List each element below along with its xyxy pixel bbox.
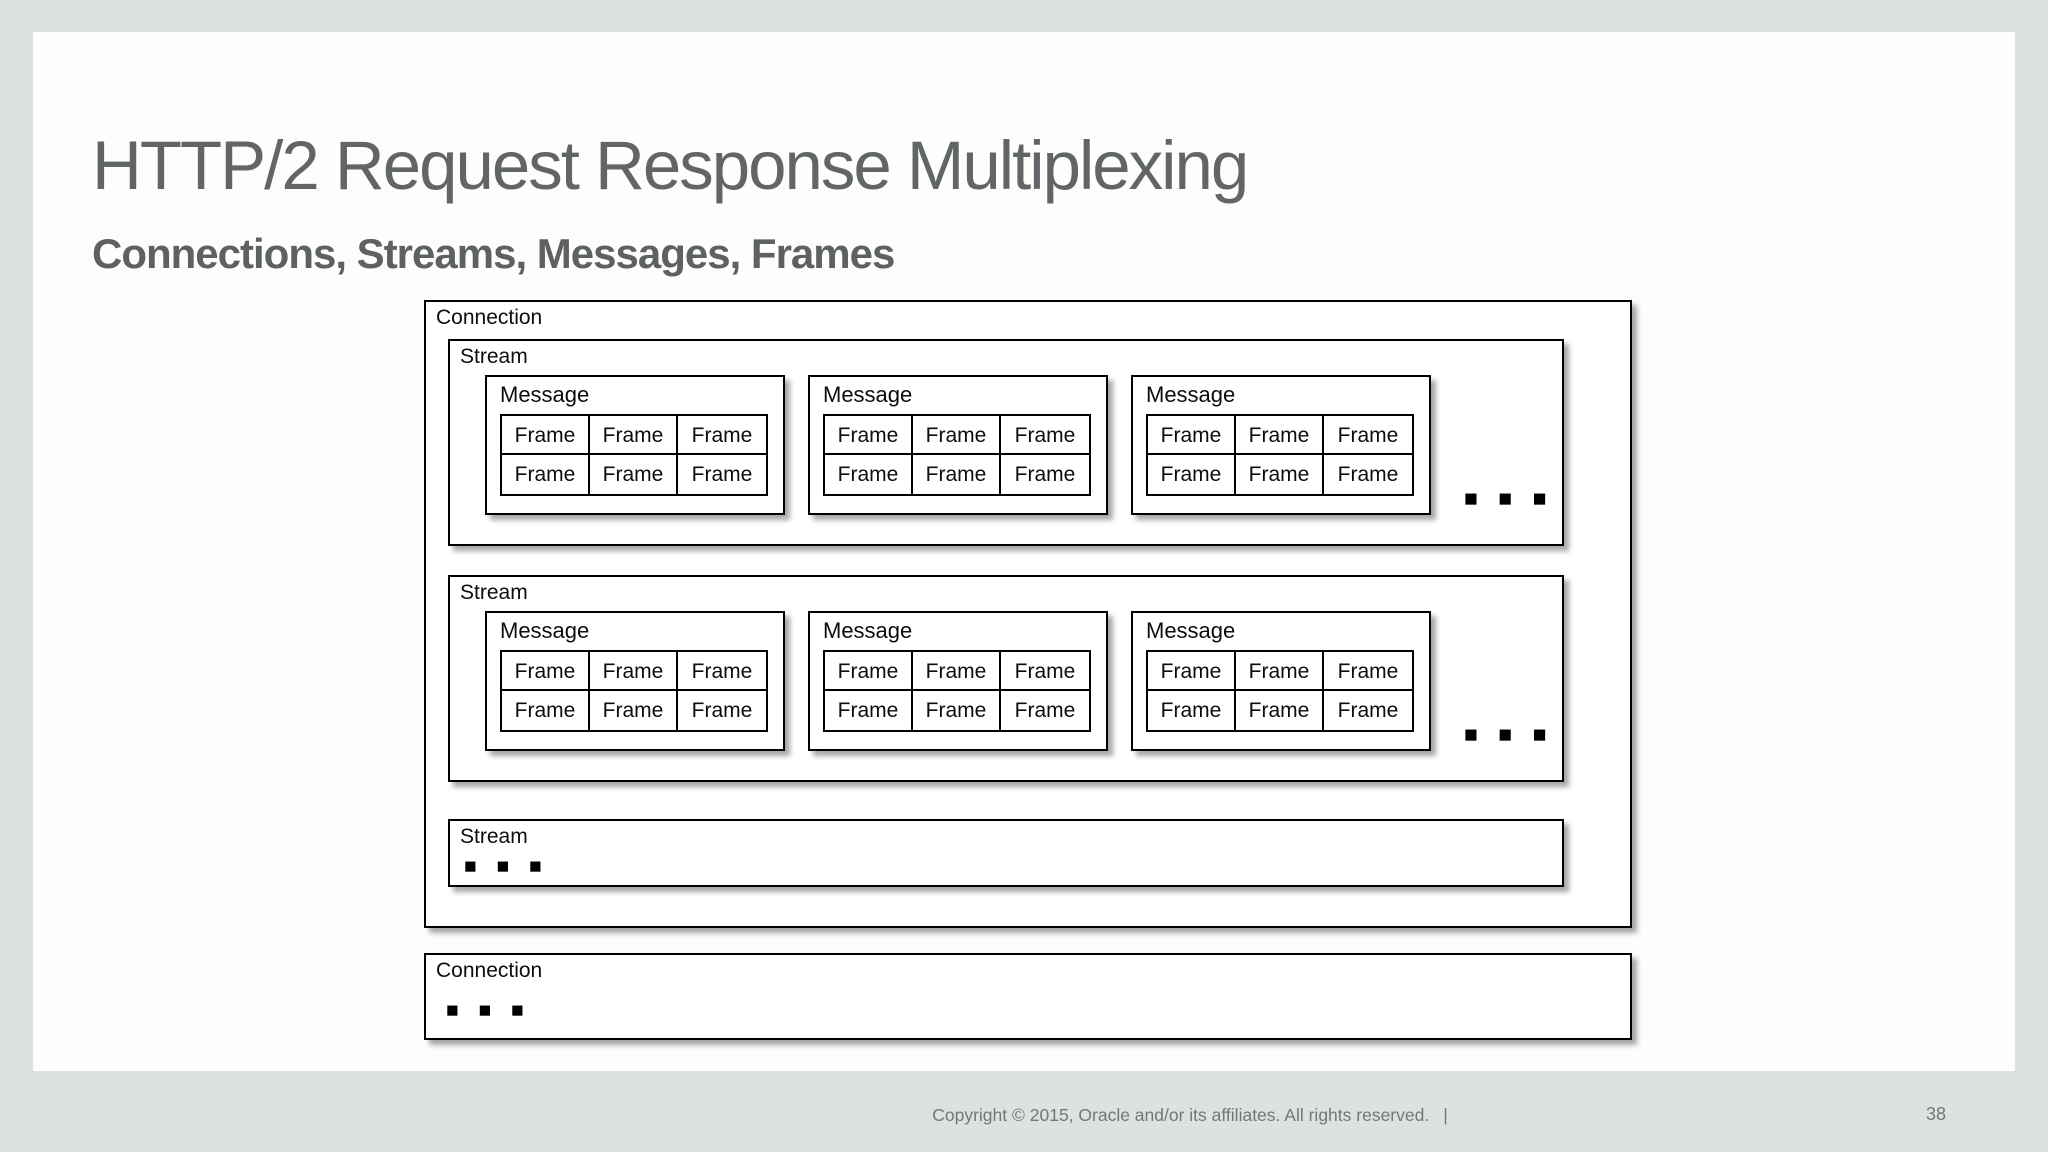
frame-cell: Frame (825, 455, 913, 494)
frame-cell: Frame (590, 691, 678, 730)
message-box: Message Frame Frame Frame Frame Frame Fr… (808, 375, 1108, 515)
stream-label: Stream (460, 581, 528, 604)
frame-grid: Frame Frame Frame Frame Frame Frame (1146, 650, 1414, 732)
footer-separator: | (1443, 1105, 1448, 1125)
frame-grid: Frame Frame Frame Frame Frame Frame (500, 650, 768, 732)
frame-cell: Frame (1001, 416, 1089, 455)
message-label: Message (823, 618, 913, 643)
stream-box-2: Stream Message Frame Frame Frame Frame F… (448, 575, 1564, 782)
ellipsis-dots: ■ ■ ■ (1464, 721, 1554, 747)
frame-grid: Frame Frame Frame Frame Frame Frame (823, 650, 1091, 732)
frame-grid: Frame Frame Frame Frame Frame Frame (823, 414, 1091, 496)
frame-cell: Frame (1148, 455, 1236, 494)
frame-cell: Frame (825, 416, 913, 455)
stream-label: Stream (460, 345, 528, 368)
frame-cell: Frame (825, 652, 913, 691)
frame-cell: Frame (1236, 455, 1324, 494)
message-box: Message Frame Frame Frame Frame Frame Fr… (808, 611, 1108, 751)
frame-cell: Frame (1324, 416, 1412, 455)
frame-cell: Frame (502, 691, 590, 730)
frame-cell: Frame (1324, 652, 1412, 691)
frame-cell: Frame (913, 416, 1001, 455)
frame-cell: Frame (1014, 463, 1076, 486)
message-label: Message (823, 382, 913, 407)
page-number: 38 (1926, 1104, 1947, 1124)
stream-box-3: Stream ■ ■ ■ (448, 819, 1564, 887)
frame-grid: Frame Frame Frame Frame Frame Frame (500, 414, 768, 496)
frame-cell: Frame (691, 463, 753, 486)
frame-cell: Frame (913, 455, 1001, 494)
message-label: Message (500, 382, 590, 407)
message-label: Message (500, 618, 590, 643)
ellipsis-dots: ■ ■ ■ (446, 999, 531, 1022)
frame-cell: Frame (502, 652, 590, 691)
frame-cell: Frame (1337, 463, 1399, 486)
frame-cell: Frame (1148, 691, 1236, 730)
frame-cell: Frame (590, 455, 678, 494)
frame-cell: Frame (1148, 652, 1236, 691)
message-label: Message (1146, 382, 1236, 407)
frame-cell: Frame (1148, 416, 1236, 455)
messages-row: Message Frame Frame Frame Frame Frame Fr… (485, 611, 1431, 751)
frame-cell: Frame (691, 699, 753, 722)
frame-cell: Frame (678, 652, 766, 691)
frame-cell: Frame (1001, 652, 1089, 691)
frame-cell: Frame (1236, 416, 1324, 455)
footer-copyright: Copyright © 2015, Oracle and/or its affi… (932, 1105, 1448, 1126)
connection-box-1: Connection Stream Message Frame Frame Fr… (424, 300, 1632, 928)
frame-cell: Frame (1236, 652, 1324, 691)
ellipsis-dots: ■ ■ ■ (464, 855, 549, 878)
message-label: Message (1146, 618, 1236, 643)
frame-grid: Frame Frame Frame Frame Frame Frame (1146, 414, 1414, 496)
page-title: HTTP/2 Request Response Multiplexing (92, 127, 1249, 204)
message-box: Message Frame Frame Frame Frame Frame Fr… (485, 375, 785, 515)
stream-label: Stream (460, 825, 528, 848)
frame-cell: Frame (678, 416, 766, 455)
frame-cell: Frame (913, 691, 1001, 730)
slide: HTTP/2 Request Response Multiplexing Con… (33, 32, 2015, 1071)
frame-cell: Frame (1337, 699, 1399, 722)
message-box: Message Frame Frame Frame Frame Frame Fr… (1131, 611, 1431, 751)
connection-label: Connection (436, 306, 543, 329)
frame-cell: Frame (1236, 691, 1324, 730)
copyright-text: Copyright © 2015, Oracle and/or its affi… (932, 1105, 1430, 1125)
connection-box-2: Connection ■ ■ ■ (424, 953, 1632, 1040)
frame-cell: Frame (590, 416, 678, 455)
frame-cell: Frame (913, 652, 1001, 691)
connection-label: Connection (436, 959, 543, 982)
frame-cell: Frame (590, 652, 678, 691)
frame-cell: Frame (502, 455, 590, 494)
stream-box-1: Stream Message Frame Frame Frame Frame F… (448, 339, 1564, 546)
frame-cell: Frame (502, 416, 590, 455)
page-subtitle: Connections, Streams, Messages, Frames (92, 230, 895, 277)
message-box: Message Frame Frame Frame Frame Frame Fr… (1131, 375, 1431, 515)
messages-row: Message Frame Frame Frame Frame Frame Fr… (485, 375, 1431, 515)
message-box: Message Frame Frame Frame Frame Frame Fr… (485, 611, 785, 751)
ellipsis-dots: ■ ■ ■ (1464, 485, 1554, 511)
frame-cell: Frame (825, 691, 913, 730)
frame-cell: Frame (1014, 699, 1076, 722)
